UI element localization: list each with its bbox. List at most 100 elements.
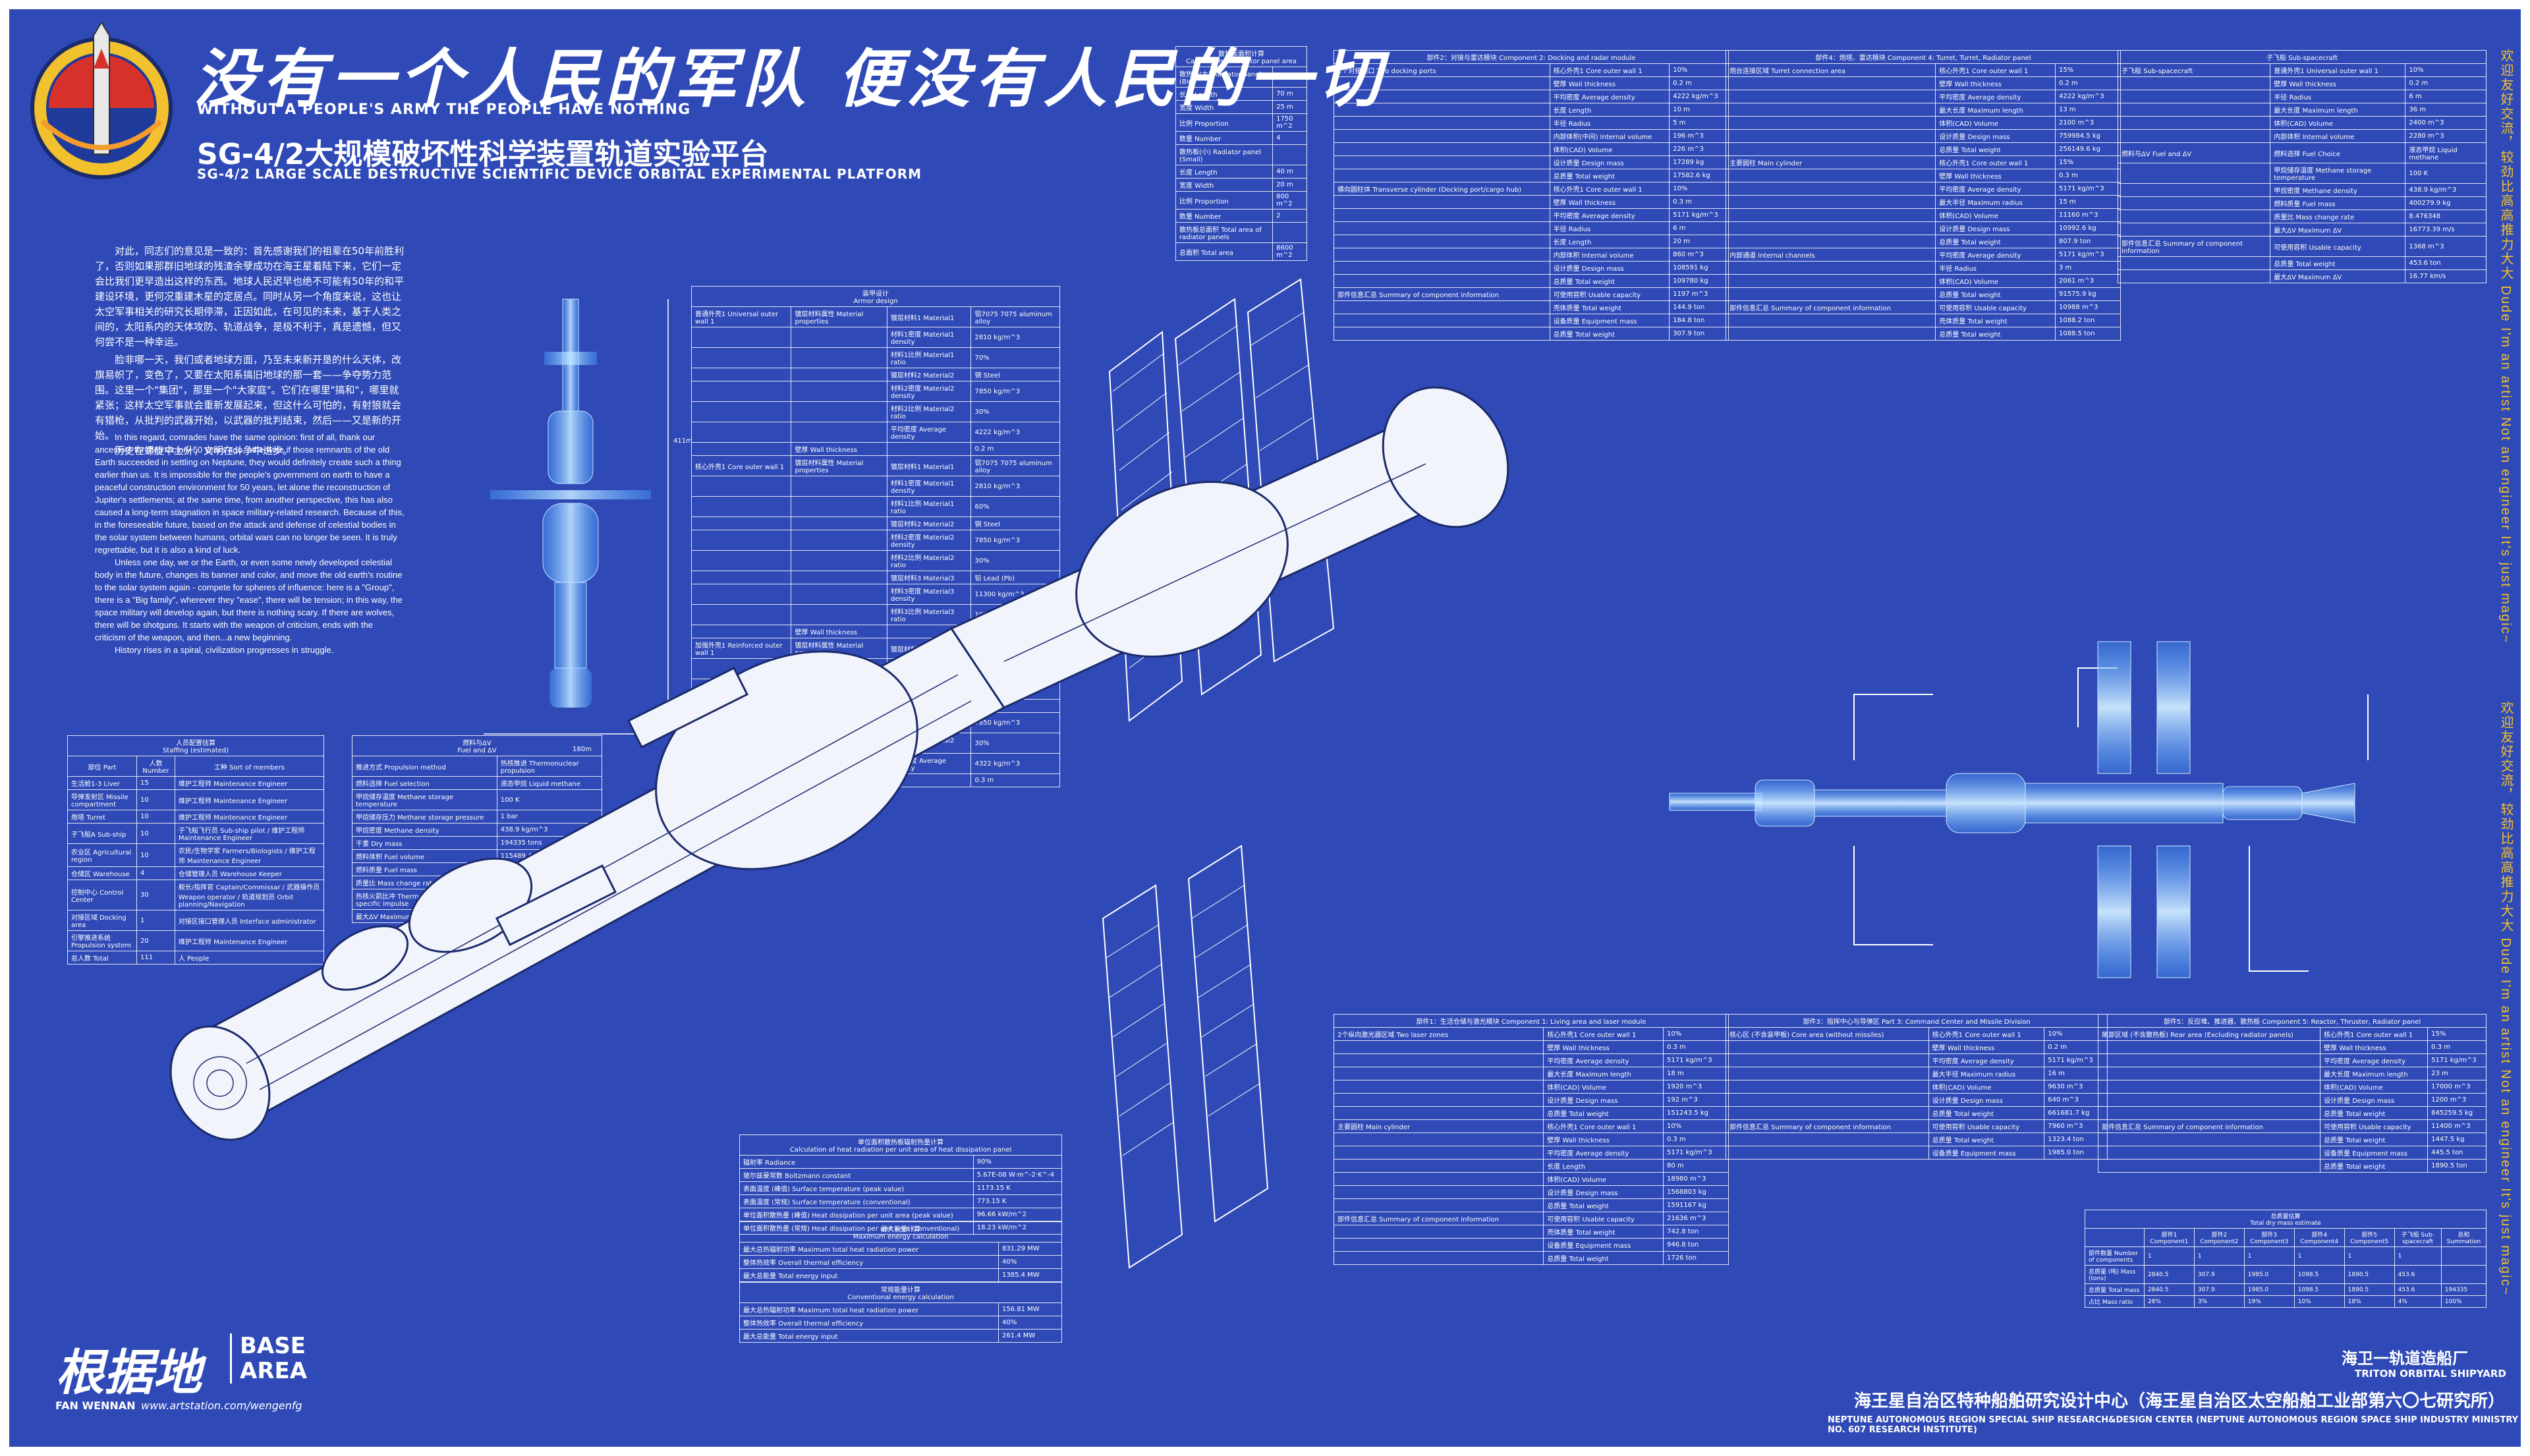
side-note-1: 欢迎友好交流，较劲比高高推力大大 Dude I'm an artist Not … — [2498, 49, 2513, 644]
table-cell: 1750 m^2 — [1272, 113, 1307, 132]
table-cell — [2097, 1146, 2321, 1160]
station-isometric-drawing — [169, 278, 1509, 1269]
table-cell — [791, 530, 887, 551]
table-cell: 壁厚 Wall thickness — [1543, 1040, 1664, 1054]
table-cell: 镀层材料1 Material1 — [886, 455, 972, 476]
table-cell: 散热板(小) Radiator panel (Small) — [1175, 144, 1274, 165]
table-cell: 15 m — [2054, 195, 2122, 209]
table-cell: 100% — [2440, 1295, 2487, 1308]
table-cell: 453.6 — [2394, 1265, 2442, 1284]
table-cell: 半径 Radius — [1549, 116, 1670, 130]
table-cell — [1334, 76, 1550, 90]
table-cell: 25 m — [1272, 100, 1307, 114]
table-cell: 0.2 m — [2054, 76, 2122, 90]
table-cell — [1726, 1133, 1929, 1146]
table-cell: 18980 m^3 — [1662, 1172, 1729, 1186]
table-cell — [1334, 169, 1550, 182]
table-cell: 1591167 kg — [1662, 1198, 1729, 1212]
table-cell: 可使用容积 Usable capacity — [2320, 1119, 2429, 1133]
table-cell: 30% — [970, 733, 1060, 754]
table-row: 表面温度 (峰值) Surface temperature (peak valu… — [739, 1181, 1063, 1195]
table-cell — [2097, 1133, 2321, 1146]
table-cell: 1 — [2193, 1246, 2245, 1266]
table-row: 尾部区域 (不含散热板) Rear area (Excluding radiat… — [2097, 1027, 2487, 1041]
table-cell: 半径 Radius — [2270, 90, 2406, 103]
table-cell: 19% — [2243, 1295, 2295, 1308]
table-cell: 普通外壳1 Universal outer wall 1 — [2270, 63, 2406, 77]
table-cell: 部件信息汇总 Summary of component information — [1333, 1212, 1544, 1225]
table-cell: 设备质量 Equipment mass — [1543, 1238, 1664, 1252]
table-cell: 壁厚 Wall thickness — [1549, 76, 1670, 90]
table-cell: 壁厚 Wall thickness — [2320, 1040, 2429, 1054]
table-cell — [2117, 269, 2271, 283]
table-cell: 总质量 Total weight — [1549, 327, 1670, 341]
table-cell: 100 K — [2405, 163, 2487, 184]
table-cell — [1334, 90, 1550, 103]
table-cell: 生活舱1-3 Liver — [67, 776, 138, 790]
table-cell: 10% — [1662, 1119, 1729, 1133]
table-cell: 1 — [2243, 1246, 2295, 1266]
table-cell: 核心外壳1 Core outer wall 1 — [1549, 182, 1670, 196]
table-cell: 农业区 Agricultural region — [67, 843, 138, 867]
table-cell — [1725, 90, 1936, 103]
radiator-panel-lower — [1102, 845, 1269, 1269]
table-cell: 0.3 m — [1662, 1040, 1729, 1054]
table-cell: 1890.5 — [2344, 1265, 2395, 1284]
intro-cn-paragraph-1: 对此，同志们的意见是一致的：首先感谢我们的祖辈在50年前胜利了，否则如果那群旧地… — [95, 245, 405, 348]
table-cell: 控制中心 Control Center — [67, 880, 138, 910]
table-cell: 0.3 m — [1669, 195, 1729, 209]
artist-url[interactable]: www.artstation.com/wengenfg — [141, 1399, 302, 1412]
table-cell: 核心外壳1 Core outer wall 1 — [1935, 155, 2056, 169]
table-cell: 数量 Number — [1175, 209, 1274, 223]
table-cell — [1725, 221, 1936, 235]
table-cell: 1 — [2344, 1246, 2395, 1266]
table-cell: 1098.5 — [2293, 1265, 2345, 1284]
table-cell: 4222 kg/m^3 — [970, 422, 1060, 443]
table-cell: 壁厚 Wall thickness — [2270, 76, 2406, 90]
table-cell: 设计质量 Design mass — [1549, 261, 1670, 275]
table-cell: 体积(CAD) Volume — [1549, 142, 1670, 156]
table-cell: 4 — [1272, 131, 1307, 145]
table-cell: 1890.5 ton — [2427, 1159, 2487, 1173]
table-cell: 导弹发射区 Missile compartment — [67, 789, 138, 810]
table-cell: 长度 Length — [1175, 165, 1274, 179]
table-cell: 核心外壳1 Core outer wall 1 — [2320, 1027, 2429, 1041]
column-header: 部件2 Component2 — [2193, 1228, 2245, 1247]
table-cell: 炮塔 Turret — [67, 810, 138, 824]
component3-table: 部件3：指挥中心与导弹区 Part 3: Command Center and … — [1726, 1014, 2108, 1160]
table-cell: 96.66 kW/m^2 — [972, 1208, 1063, 1221]
table-cell: 1568803 kg — [1662, 1185, 1729, 1199]
table-cell: 7850 kg/m^3 — [970, 381, 1060, 402]
armor-title-cn: 装甲设计 — [862, 291, 889, 298]
table-cell: 加强外壳1 Reinforced outer wall 1 — [690, 638, 792, 659]
table-cell: 10% — [2293, 1295, 2345, 1308]
table-cell: 最大半径 Maximum radius — [1935, 195, 2056, 209]
table-cell — [2117, 196, 2271, 210]
fuel-title-cn: 燃料与ΔV — [463, 740, 492, 747]
table-cell: 材料3比例 Material3 ratio — [886, 604, 972, 625]
emblem-icon — [30, 22, 173, 179]
table-cell: 主要圆柱 Main cylinder — [1725, 155, 1936, 169]
artist-signature: 根据地 — [55, 1345, 202, 1401]
